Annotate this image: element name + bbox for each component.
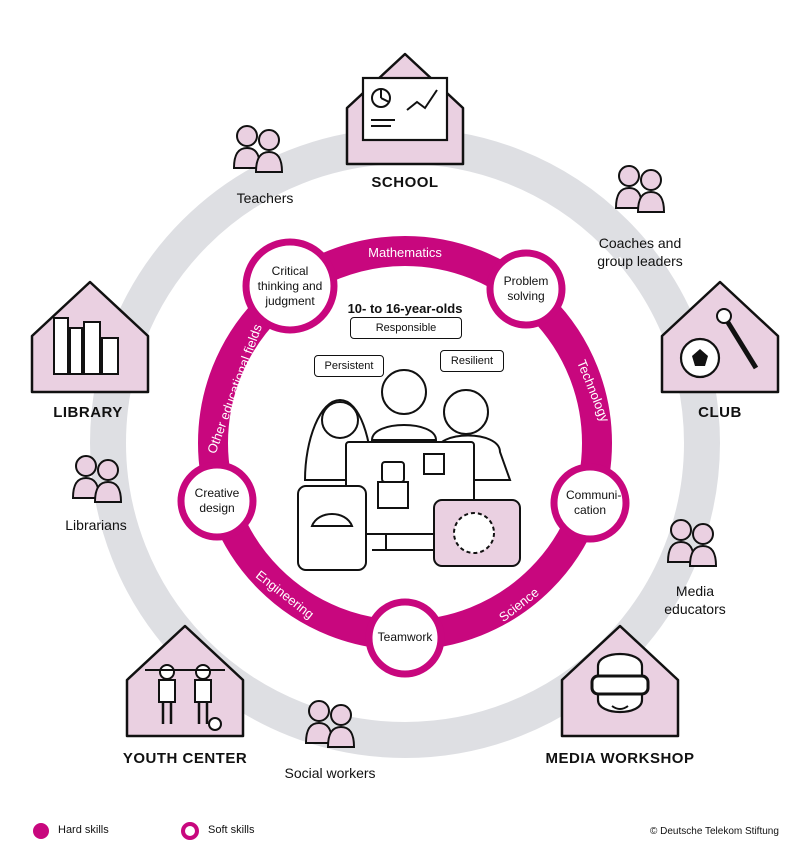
place-label-school: SCHOOL	[371, 174, 439, 191]
soft-skill-communication: Communi- cation	[566, 488, 622, 517]
youth-scene-illustration	[297, 369, 521, 571]
people-label-coaches: Coaches and group leaders	[597, 235, 683, 269]
soft-skill-creative-circle	[177, 461, 257, 541]
legend-markers	[33, 822, 199, 840]
soft-skill-teamwork: Teamwork	[377, 630, 433, 644]
copyright-text: © Deutsche Telekom Stiftung	[650, 826, 779, 837]
soft-skill-problem-circle	[486, 249, 566, 329]
hard-skill-mathematics: Mathematics	[368, 245, 442, 260]
trait-bubble-responsible: Responsible	[350, 317, 462, 339]
legend-hard-label: Hard skills	[58, 824, 109, 836]
people-label-teachers: Teachers	[236, 190, 294, 206]
library-house-icon	[30, 280, 150, 394]
soft-skill-communication-circle	[550, 463, 630, 543]
place-label-media-workshop: MEDIA WORKSHOP	[545, 750, 695, 767]
youth-center-house-icon	[125, 624, 245, 738]
soft-skill-teamwork-circle	[365, 598, 445, 678]
legend-hard-marker	[33, 823, 49, 839]
legend-soft-label: Soft skills	[208, 824, 255, 836]
center-title: 10- to 16-year-olds	[347, 301, 463, 316]
people-label-media-educators: Media educators	[664, 583, 726, 617]
ring-arrows	[156, 196, 647, 679]
legend-soft-marker	[181, 822, 199, 840]
people-label-librarians: Librarians	[65, 517, 127, 533]
soft-skill-critical-circle	[242, 238, 338, 334]
coaches-icon	[615, 165, 665, 213]
people-label-social-workers: Social workers	[284, 765, 376, 781]
media-workshop-house-icon	[560, 624, 680, 738]
club-house-icon	[660, 280, 780, 394]
teachers-icon	[233, 125, 283, 173]
trait-bubble-persistent: Persistent	[314, 355, 384, 377]
place-label-youth-center: YOUTH CENTER	[122, 750, 248, 767]
soft-skill-critical: Critical thinking and judgment	[257, 264, 323, 308]
place-label-library: LIBRARY	[53, 404, 123, 421]
soft-skill-circles	[177, 238, 630, 678]
school-house-icon	[345, 52, 465, 166]
soft-skill-creative: Creative design	[194, 486, 240, 515]
place-label-club: CLUB	[698, 404, 742, 421]
trait-bubble-resilient: Resilient	[440, 350, 504, 372]
soft-skill-problem: Problem solving	[503, 274, 549, 303]
